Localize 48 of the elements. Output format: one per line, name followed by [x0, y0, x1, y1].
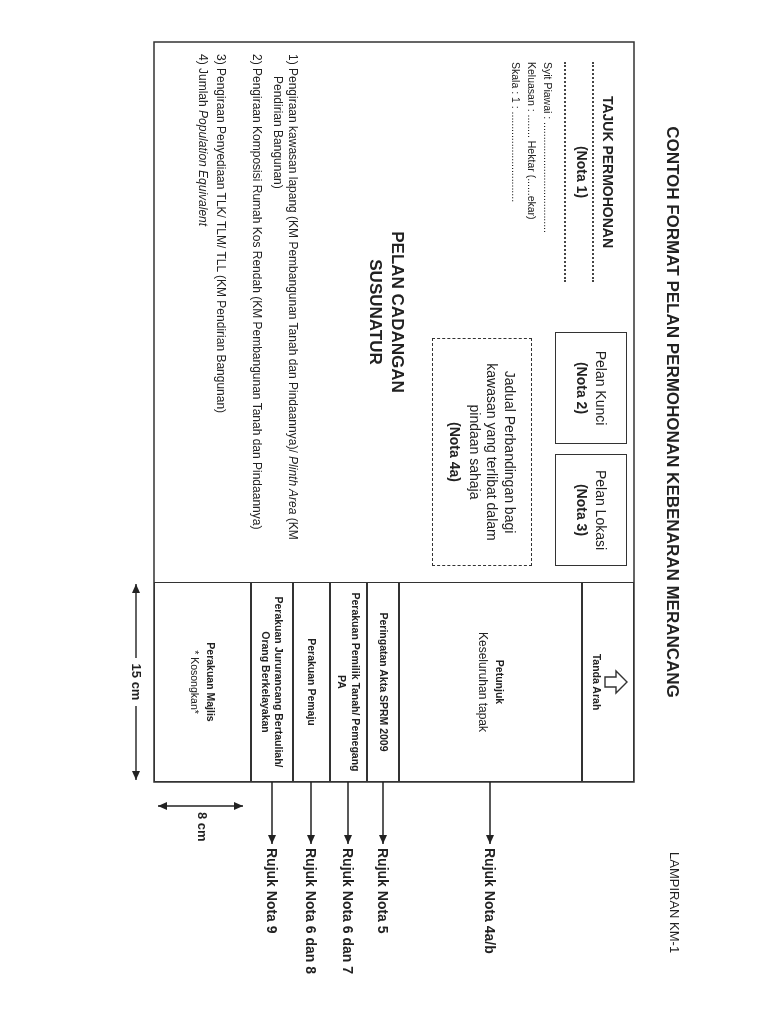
form-line: Keluasan : ........ Hektar (......ekar) [526, 62, 538, 220]
reference-note: Rujuk Nota 9 [263, 848, 281, 934]
plan-box [555, 332, 627, 444]
cell-title: Perakuan Pemaju [305, 637, 320, 728]
cell-title: Petunjuk [492, 658, 507, 707]
form-line: Syit Piawai : ...................................... [542, 62, 554, 233]
table-description: Jadual Perbandingan bagi kawasan yang terlibat dalam pindaan sahaja [466, 362, 519, 543]
dimension-label: 15 cm [129, 662, 144, 702]
title-block-cell [367, 582, 399, 782]
application-title: TAJUK PERMOHONAN [600, 94, 616, 251]
cell-title: Perakuan Pemilik Tanah/ Pemegang PA [335, 591, 363, 774]
cell-title: Perakuan Jururancang Bertauliah/ Orang Berkelayakan [259, 595, 287, 770]
arrow [344, 781, 352, 845]
annex-label: LAMPIRAN KM-1 [667, 852, 682, 954]
note-ref: (Nota 3) [573, 482, 591, 539]
title-block-cell [251, 582, 293, 782]
reference-note: Rujuk Nota 4a/b [481, 848, 500, 954]
list-item: 3) Pengiraan Penyediaan TLK/ TLM/ TLL (KM Pendirian Bangunan) [213, 54, 228, 416]
arrow [379, 781, 387, 845]
title-block-cell [399, 582, 582, 782]
note-ref: (Nota 4a) [446, 421, 465, 484]
title-block-cell [330, 582, 367, 782]
plan-box [555, 454, 627, 566]
plan-title: Pelan Kunci [592, 349, 611, 428]
plan-title: Pelan Lokasi [592, 468, 611, 553]
table-placeholder-box [432, 338, 532, 566]
reference-note: Rujuk Nota 6 dan 8 [302, 848, 321, 975]
title-block-cell [154, 582, 251, 782]
plan-heading: PELAN CADANGAN SUSUNATUR [365, 230, 408, 395]
page-title: CONTOH FORMAT PELAN PERMOHONAN KEBENARAN MERANCANG [662, 125, 682, 700]
cell-text: Keseluruhan tapak [475, 630, 492, 735]
reference-note: Rujuk Nota 5 [374, 848, 392, 934]
cell-title: Peringatan Akta SPRM 2009 [376, 611, 391, 754]
list-item: 4) Jumlah Population Equivalent [195, 54, 210, 229]
arrow [307, 781, 315, 845]
cell-title: Tanda Arah [589, 652, 604, 713]
form-line: Skala : 1 : ............................... [510, 62, 522, 203]
note-ref: (Nota 1) [574, 144, 590, 201]
note-ref: (Nota 2) [573, 360, 591, 417]
arrow [486, 781, 494, 845]
arrow [268, 781, 276, 845]
title-block-cell [582, 582, 634, 782]
list-item: 2) Pengiraan Komposisi Rumah Kos Rendah (KM Pembangunan Tanah dan Pindaannya) [249, 54, 264, 532]
list-item: 1) Pengiraan kawasan lapang (KM Pembangunan Tanah dan Pindaannya)/ Plinth Area (KM Pendirian Bangunan) [270, 54, 300, 542]
reference-note: Rujuk Nota 6 dan 7 [339, 848, 358, 975]
cell-title: Perakuan Majlis [203, 641, 218, 724]
title-block-cell [293, 582, 330, 782]
cell-note: * Kosongkan* [188, 649, 203, 716]
